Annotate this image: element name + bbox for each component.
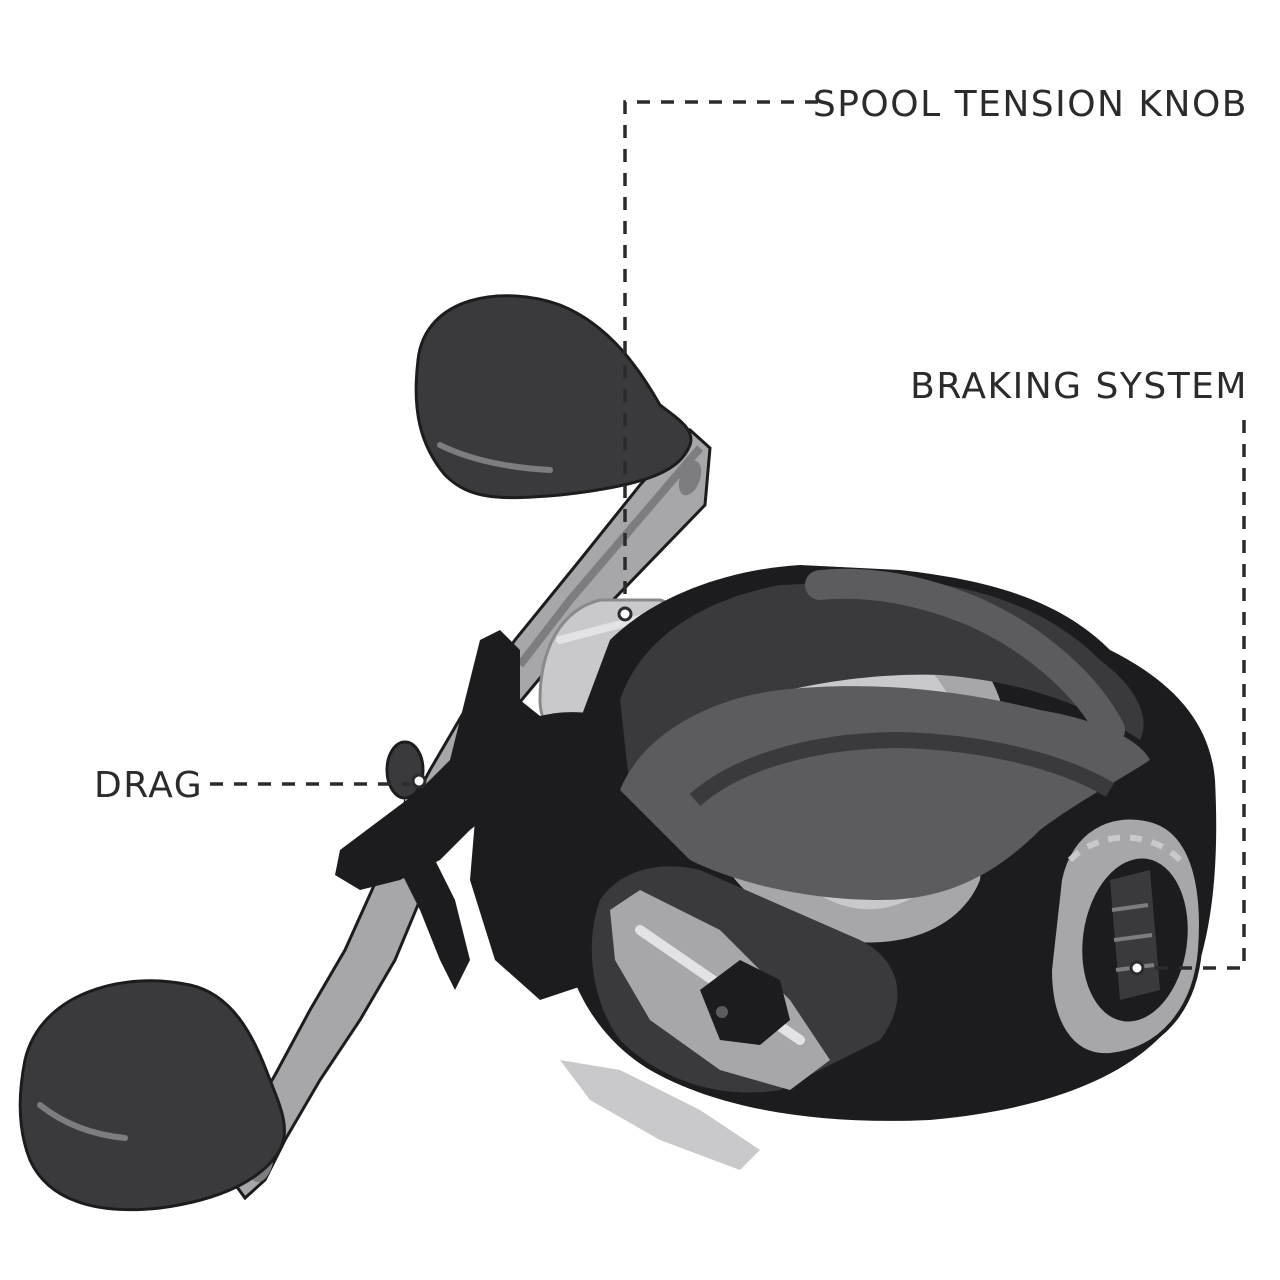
upper-handle-knob — [414, 294, 693, 500]
braking-system — [1047, 815, 1203, 1058]
spool-tension-anchor — [617, 606, 633, 622]
lower-handle-knob — [18, 979, 287, 1212]
callout-leaders — [210, 100, 1246, 970]
braking-system-leader — [1148, 420, 1246, 970]
label-drag: DRAG — [94, 765, 203, 806]
spool-tension-leader — [623, 100, 818, 605]
braking-system-anchor — [1129, 960, 1145, 976]
callout-labels: SPOOL TENSION KNOB BRAKING SYSTEM DRAG — [94, 84, 1248, 806]
callout-anchors — [411, 606, 1145, 976]
drag-anchor — [411, 773, 427, 789]
label-spool-tension-knob: SPOOL TENSION KNOB — [813, 84, 1248, 125]
label-braking-system: BRAKING SYSTEM — [910, 366, 1248, 407]
